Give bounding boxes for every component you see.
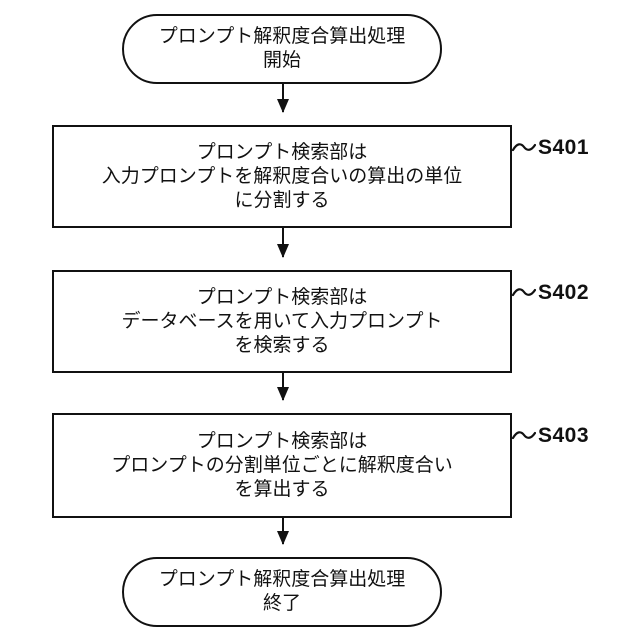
process-s401-line3: に分割する bbox=[234, 189, 330, 211]
step-label-s401-text: S401 bbox=[538, 136, 590, 159]
arrow-start-to-s401 bbox=[281, 84, 285, 112]
arrow-s403-to-end bbox=[281, 518, 285, 544]
process-s402-line1: プロンプト検索部は bbox=[196, 286, 368, 308]
step-label-s403: S403 bbox=[512, 421, 589, 451]
terminal-end-line1: プロンプト解釈度合算出処理 bbox=[158, 569, 406, 590]
process-s403-line1: プロンプト検索部は bbox=[196, 430, 368, 452]
terminal-start: プロンプト解釈度合算出処理 開始 bbox=[122, 14, 442, 84]
step-label-s402-text: S402 bbox=[538, 281, 590, 304]
process-s402-line2: データベースを用いて入力プロンプト bbox=[121, 310, 443, 332]
step-label-s402: S402 bbox=[512, 278, 589, 308]
process-box-s402: プロンプト検索部は データベースを用いて入力プロンプト を検索する bbox=[52, 270, 512, 373]
terminal-start-line1: プロンプト解釈度合算出処理 bbox=[158, 26, 406, 47]
process-box-s403: プロンプト検索部は プロンプトの分割単位ごとに解釈度合い を算出する bbox=[52, 413, 512, 518]
process-box-s401: プロンプト検索部は 入力プロンプトを解釈度合いの算出の単位 に分割する bbox=[52, 125, 512, 228]
step-label-s403-text: S403 bbox=[538, 424, 590, 447]
tilde-connector-icon bbox=[512, 143, 536, 152]
process-s403-line2: プロンプトの分割単位ごとに解釈度合い bbox=[111, 454, 453, 476]
process-s402-line3: を検索する bbox=[234, 334, 330, 356]
tilde-connector-icon bbox=[512, 431, 536, 440]
terminal-start-line2: 開始 bbox=[262, 50, 301, 71]
arrow-s402-to-s403 bbox=[281, 373, 285, 400]
terminal-end: プロンプト解釈度合算出処理 終了 bbox=[122, 557, 442, 627]
terminal-end-line2: 終了 bbox=[262, 593, 301, 614]
step-label-s401: S401 bbox=[512, 133, 589, 163]
arrow-s401-to-s402 bbox=[281, 228, 285, 257]
tilde-connector-icon bbox=[512, 288, 536, 297]
process-s401-line1: プロンプト検索部は bbox=[196, 141, 368, 163]
process-s401-line2: 入力プロンプトを解釈度合いの算出の単位 bbox=[101, 165, 463, 187]
process-s403-line3: を算出する bbox=[234, 478, 330, 500]
